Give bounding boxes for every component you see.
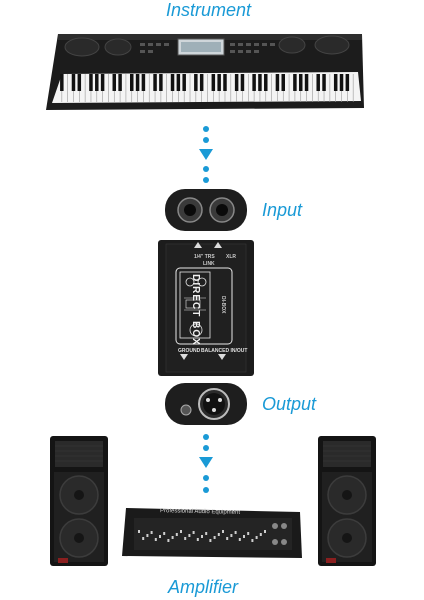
black-key [135,74,140,91]
black-key [159,74,163,91]
black-key [316,74,320,91]
output-label: Output [262,394,317,414]
eq-slider [201,535,203,538]
black-key [281,74,285,91]
black-key [182,74,186,91]
black-key [304,74,309,91]
black-key [153,74,157,91]
eq-slider [184,537,187,540]
eq-slider [196,538,199,541]
black-key [293,74,297,91]
black-key [60,74,64,91]
eq-slider [243,535,245,538]
direct-box [158,240,254,376]
eq-slider [259,533,262,536]
left-speaker [50,436,108,566]
flow-dot [203,126,209,132]
direct-box-balanced-label: BALANCED IN/OUT [201,348,248,354]
black-key [170,74,175,91]
eq-slider [251,539,254,542]
black-key [95,74,99,91]
direct-box-top-sub-text: LINK [203,261,215,267]
eq-slider [167,539,170,542]
direct-box-title: DIRECT BOX [190,274,201,346]
eq-slider [238,538,241,541]
eq-slider [142,537,145,540]
eq-slider [222,530,224,533]
black-key [141,74,146,91]
flow-dot [203,434,209,440]
black-key [89,74,93,91]
flow-arrow-down [199,149,213,160]
eq-slider [154,538,157,541]
black-key [194,74,198,91]
flow-dot [203,445,209,451]
black-key [71,74,76,91]
eq-slider [205,532,208,535]
black-key [275,74,280,91]
black-key [130,74,134,91]
black-key [223,74,227,91]
amplifier-label: Amplifier [168,577,239,597]
eq-slider [217,533,220,536]
direct-box-model: DI-BOX [220,296,226,314]
eq-slider [213,536,216,539]
flow-arrow-down [199,457,213,468]
flow-dot [203,166,209,172]
right-speaker [318,436,376,566]
eq-slider [175,533,178,536]
keyboard-image [46,34,364,110]
black-key [100,74,105,91]
black-key [252,74,256,91]
input-jack-plate [165,189,247,231]
black-key [211,74,216,91]
eq-slider [230,534,233,537]
flow-dot [203,475,209,481]
black-key [333,74,338,91]
output-xlr-plate [165,383,247,425]
flow-dot [203,487,209,493]
eq-slider [192,531,195,534]
graphic-equalizer [122,508,302,558]
black-key [217,74,221,91]
instrument-label: Instrument [166,0,252,20]
direct-box-top-left-text: 1/4" TRS [194,254,215,260]
eq-slider [138,530,140,533]
direct-box-ground-label: GROUND [178,348,201,354]
eq-slider [247,532,250,535]
eq-slider [209,539,212,542]
eq-slider [171,536,174,539]
eq-slider [234,531,237,534]
black-key [345,74,350,91]
black-key [264,74,268,91]
input-label: Input [262,200,303,220]
eq-slider [159,535,161,538]
black-key [240,74,245,91]
eq-slider [146,534,149,537]
black-key [234,74,239,91]
eq-slider [264,530,266,533]
black-key [322,74,326,91]
direct-box-top-right-text: XLR [226,254,236,260]
eq-slider [188,534,191,537]
black-key [118,74,122,91]
eq-slider [163,532,166,535]
eq-slider [150,531,153,534]
eq-slider [255,536,258,539]
flow-dot [203,137,209,143]
flow-dot [203,177,209,183]
black-key [199,74,204,91]
black-key [298,74,303,91]
eq-slider [226,537,229,540]
black-key [77,74,82,91]
black-key [258,74,262,91]
black-key [176,74,181,91]
eq-slider [180,530,182,533]
black-key [112,74,117,91]
black-key [339,74,344,91]
